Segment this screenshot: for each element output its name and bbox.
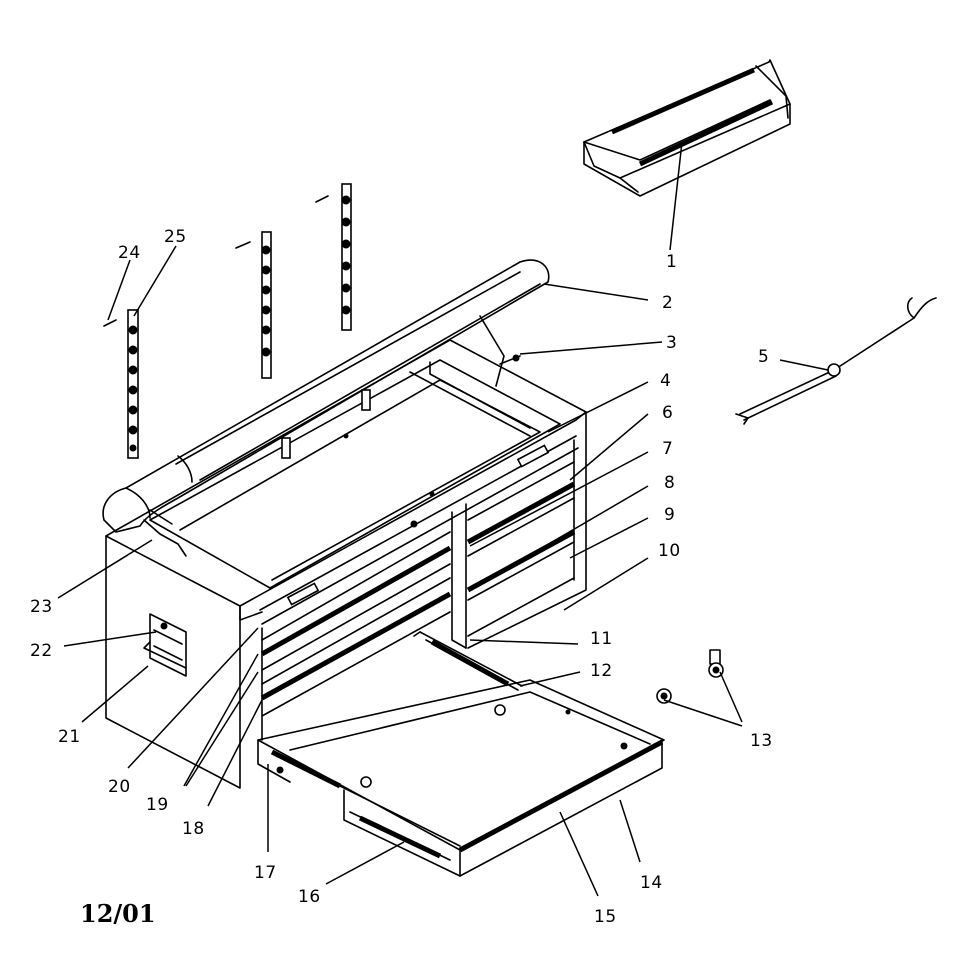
callout-12: 12 [590,661,613,681]
callout-8: 8 [664,473,675,493]
callout-2: 2 [662,293,673,313]
part-slides [413,631,523,691]
callout-5: 5 [758,347,769,367]
callout-19: 19 [146,795,169,815]
callout-6: 6 [662,403,673,423]
callout-14: 14 [640,873,663,893]
callout-20: 20 [108,777,131,797]
callout-labels: 1 2 3 4 5 6 7 8 9 10 11 12 13 14 15 16 1… [30,227,773,927]
part-dividers [103,183,352,459]
leader-lines [57,141,829,897]
callout-13: 13 [750,731,773,751]
part-open-drawer [257,679,665,877]
callout-24: 24 [118,243,141,263]
callout-25: 25 [164,227,187,247]
part-lid [102,259,550,533]
callout-15: 15 [594,907,617,927]
part-locks [656,649,724,704]
callout-7: 7 [662,439,673,459]
callout-9: 9 [664,505,675,525]
callout-22: 22 [30,641,53,661]
callout-11: 11 [590,629,613,649]
callout-1: 1 [666,252,677,272]
callout-23: 23 [30,597,53,617]
callout-18: 18 [182,819,205,839]
part-tool-tray [583,59,791,197]
callout-4: 4 [660,371,671,391]
part-cable [735,297,937,425]
callout-17: 17 [254,863,277,883]
callout-3: 3 [666,333,677,353]
date-code: 12/01 [80,899,156,928]
callout-16: 16 [298,887,321,907]
callout-21: 21 [58,727,81,747]
part-chest-body [105,315,587,789]
callout-10: 10 [658,541,681,561]
